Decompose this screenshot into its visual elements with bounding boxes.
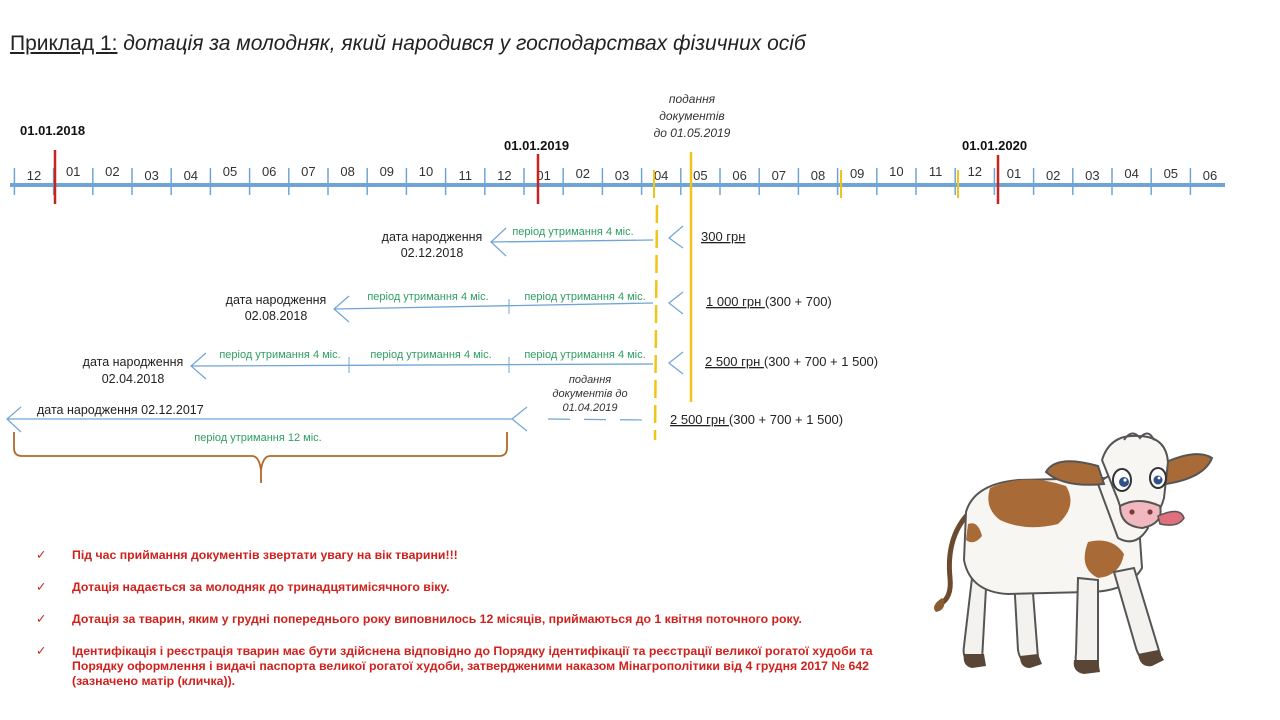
ex2-birth-line-2: 02.08.2018 [245,309,308,323]
ex2-amount-main: 1 000 грн [706,294,765,309]
ex4-birth-label: дата народження 02.12.2017 [37,403,204,417]
month-label: 06 [262,164,276,179]
ex3-period-3: період утримання 4 міс. [524,349,645,361]
note-item: ✓ Дотація за тварин, яким у грудні попере… [36,612,926,627]
note-text: Дотація надається за молодняк до тринадц… [72,580,450,594]
month-label: 02 [1046,168,1060,183]
month-label: 10 [889,164,903,179]
month-label: 02 [105,164,119,179]
month-label: 12 [27,168,41,183]
title-text: дотація за молодняк, який народився у го… [117,32,806,55]
ex2-arrow-end [668,291,684,315]
ex4-amount: 2 500 грн (300 + 700 + 1 500) [670,412,843,427]
month-label: 08 [340,164,354,179]
ex1-arrow-end [668,225,684,249]
ex3-period-line [190,363,654,367]
month-label: 03 [1085,168,1099,183]
ex1-birth-line-1: дата народження [382,230,483,244]
month-label: 07 [772,168,786,183]
deadline-note-line-1: подання [669,92,716,106]
axis-ticks [13,168,1192,195]
ex1-amount-main: 300 грн [701,229,745,244]
month-label: 05 [693,168,707,183]
ex2-amount: 1 000 грн (300 + 700) [706,294,832,309]
deadline-note-line-2: документів [659,109,724,123]
month-label: 04 [1124,166,1138,181]
ex3-amount-detail: (300 + 700 + 1 500) [764,354,878,369]
month-label: 04 [184,168,198,183]
ex3-arrow-end [668,351,684,375]
ex4-dashed-link [547,418,647,421]
ex3-period-2: період утримання 4 міс. [370,349,491,361]
month-label: 05 [223,164,237,179]
month-label: 04 [654,168,668,183]
ex3-amount: 2 500 грн (300 + 700 + 1 500) [705,354,878,369]
month-label: 09 [850,166,864,181]
deadline-line-dashed [653,204,659,441]
check-icon: ✓ [36,644,47,658]
check-icon: ✓ [36,580,47,594]
ex2-period-line [333,302,654,310]
ex4-period-1: період утримання 12 міс. [194,432,321,444]
month-label: 01 [66,164,80,179]
note-text: Дотація за тварин, яким у грудні поперед… [72,612,802,626]
month-label: 03 [615,168,629,183]
month-label: 08 [811,168,825,183]
ex3-birth-line-1: дата народження [83,355,184,369]
page-title: Приклад 1: дотація за молодняк, який нар… [10,32,806,56]
month-label: 05 [1164,166,1178,181]
ex2-amount-detail: (300 + 700) [765,294,832,309]
year-label-2018: 01.01.2018 [20,123,85,138]
month-labels: 12 01 02 03 04 05 06 07 08 09 10 11 12 01 02 03 04 05 06 07… [27,164,1217,183]
note-text: Під час приймання документів звертати ув… [72,548,458,562]
ex2-birth-line-1: дата народження [226,293,327,307]
ex4-arrow-end [511,406,528,432]
deadline-note-line-3: до 01.05.2019 [654,126,731,140]
check-icon: ✓ [36,612,47,626]
year-label-2020: 01.01.2020 [962,138,1027,153]
month-label: 12 [968,164,982,179]
month-label: 02 [576,166,590,181]
ex4-note-line-2: документів до [552,388,627,400]
ex2-period-2: період утримання 4 міс. [524,291,645,303]
note-item: ✓ Ідентифікація і реєстрація тварин має … [36,644,926,689]
ex3-amount-main: 2 500 грн [705,354,764,369]
ex1-amount: 300 грн [701,229,745,244]
month-label: 01 [1007,166,1021,181]
note-item: ✓ Під час приймання документів звертати у… [36,548,926,563]
ex1-period-line [490,239,654,243]
title-prefix: Приклад 1: [10,32,118,55]
ex3-period-1: період утримання 4 міс. [219,349,340,361]
month-label: 11 [929,164,943,179]
month-label: 07 [301,164,315,179]
calf-illustration [934,432,1214,674]
ex4-note-line-1: подання [569,374,611,386]
month-label: 10 [419,164,433,179]
month-label: 11 [458,168,472,183]
year-label-2019: 01.01.2019 [504,138,569,153]
ex1-birth-line-2: 02.12.2018 [401,246,464,260]
note-item: ✓ Дотація надається за молодняк до тринад… [36,580,926,595]
ex3-birth-line-2: 02.04.2018 [102,372,165,386]
ex4-amount-main: 2 500 грн [670,412,729,427]
notes-list: ✓ Під час приймання документів звертати у… [36,548,926,706]
note-text: Ідентифікація і реєстрація тварин має бу… [72,644,873,688]
month-label: 09 [380,164,394,179]
ex2-period-1: період утримання 4 міс. [367,291,488,303]
month-label: 12 [497,168,511,183]
month-label: 06 [1203,168,1217,183]
month-label: 06 [732,168,746,183]
month-label: 03 [144,168,158,183]
ex4-amount-detail: (300 + 700 + 1 500) [729,412,843,427]
ex4-note-line-3: 01.04.2019 [562,402,617,414]
ex1-period-1: період утримання 4 міс. [512,226,633,238]
month-label: 01 [536,168,550,183]
check-icon: ✓ [36,548,47,562]
